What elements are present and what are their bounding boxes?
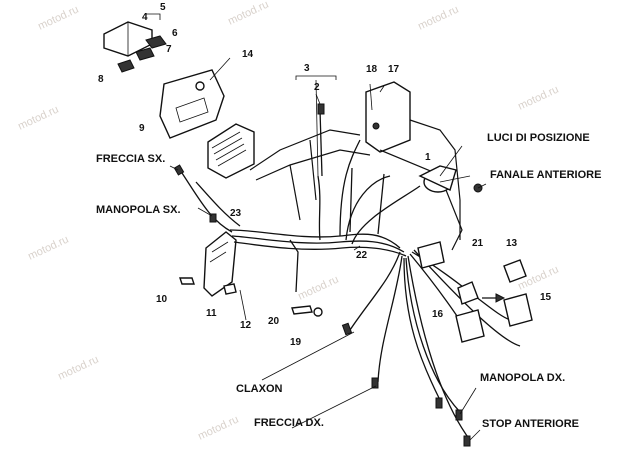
fuse-part-6	[145, 35, 167, 49]
part-number-18: 18	[366, 64, 378, 75]
leader-lines	[169, 75, 487, 441]
washer-19	[313, 307, 323, 317]
part-number-21: 21	[472, 238, 484, 249]
watermark: motod.ru	[226, 0, 270, 28]
part-number-15: 15	[540, 292, 552, 303]
screw-18	[372, 122, 380, 130]
bracket-plate	[159, 69, 225, 139]
watermark: motod.ru	[516, 83, 560, 112]
watermark: motod.ru	[56, 353, 100, 382]
watermark: motod.ru	[296, 273, 340, 302]
watermark-layer: motod.ru motod.ru motod.ru motod.ru moto…	[16, 0, 560, 443]
wire-end-connectors	[173, 103, 471, 447]
relay-block	[207, 123, 255, 179]
connector-plate-22	[417, 241, 445, 269]
label-freccia-dx: FRECCIA DX.	[254, 417, 324, 429]
label-stop-anteriore: STOP ANTERIORE	[482, 418, 579, 430]
part-number-8: 8	[98, 74, 104, 85]
label-fanale-anteriore: FANALE ANTERIORE	[490, 169, 601, 181]
part-number-19: 19	[290, 337, 302, 348]
part-number-20: 20	[268, 316, 280, 327]
part-number-11: 11	[206, 308, 217, 319]
part-number-17: 17	[388, 64, 400, 75]
part-numbers: 1 2 3 4 5 6 7 8 9 10 11 12 13 14 15 16 1…	[98, 2, 552, 348]
part-number-12: 12	[240, 320, 252, 331]
connector-2	[317, 103, 325, 115]
label-manopola-dx: MANOPOLA DX.	[480, 372, 565, 384]
part-number-3: 3	[304, 63, 310, 74]
right-switch-parts	[455, 259, 533, 343]
label-claxon: CLAXON	[236, 383, 283, 395]
watermark: motod.ru	[36, 3, 80, 32]
left-switch-12	[179, 231, 237, 297]
frame-tubes	[249, 129, 463, 251]
connector-plate	[417, 241, 445, 269]
screw-11	[223, 283, 237, 295]
part-number-4: 4	[142, 12, 148, 23]
part-number-16: 16	[432, 309, 444, 320]
part-number-14: 14	[242, 49, 254, 60]
fuse-box-parts	[103, 13, 167, 73]
part-number-1: 1	[425, 152, 431, 163]
headlight-bracket	[365, 81, 411, 153]
part-number-10: 10	[156, 294, 168, 305]
watermark: motod.ru	[26, 233, 70, 262]
switch-housing	[203, 231, 237, 297]
label-luci-di-posizione: LUCI DI POSIZIONE	[487, 132, 590, 144]
main-harness	[179, 109, 521, 441]
bolt	[291, 305, 313, 315]
headlight-bracket-17	[365, 81, 461, 240]
switch-13	[503, 259, 527, 283]
instrument-bracket-14	[159, 57, 231, 139]
part-number-2: 2	[314, 82, 320, 93]
bolt-20	[291, 305, 323, 317]
switch-21	[457, 281, 479, 305]
headlight-unit-1	[418, 165, 483, 193]
watermark: motod.ru	[196, 413, 240, 442]
part-number-7: 7	[166, 44, 172, 55]
fuse-part-8	[117, 59, 135, 73]
part-number-9: 9	[139, 123, 145, 134]
part-number-13: 13	[506, 238, 518, 249]
watermark: motod.ru	[16, 103, 60, 132]
label-freccia-sx: FRECCIA SX.	[96, 153, 165, 165]
part-number-23: 23	[230, 208, 242, 219]
part-number-6: 6	[172, 28, 178, 39]
switch-16	[455, 309, 485, 343]
part-number-22: 22	[356, 250, 368, 261]
label-manopola-sx: MANOPOLA SX.	[96, 204, 181, 216]
text-labels: LUCI DI POSIZIONE FANALE ANTERIORE FRECC…	[96, 132, 601, 430]
screw-10	[179, 277, 195, 285]
switch-15	[503, 293, 533, 327]
part-number-5: 5	[160, 2, 166, 13]
watermark: motod.ru	[416, 3, 460, 32]
fuse-part-7	[135, 47, 155, 61]
